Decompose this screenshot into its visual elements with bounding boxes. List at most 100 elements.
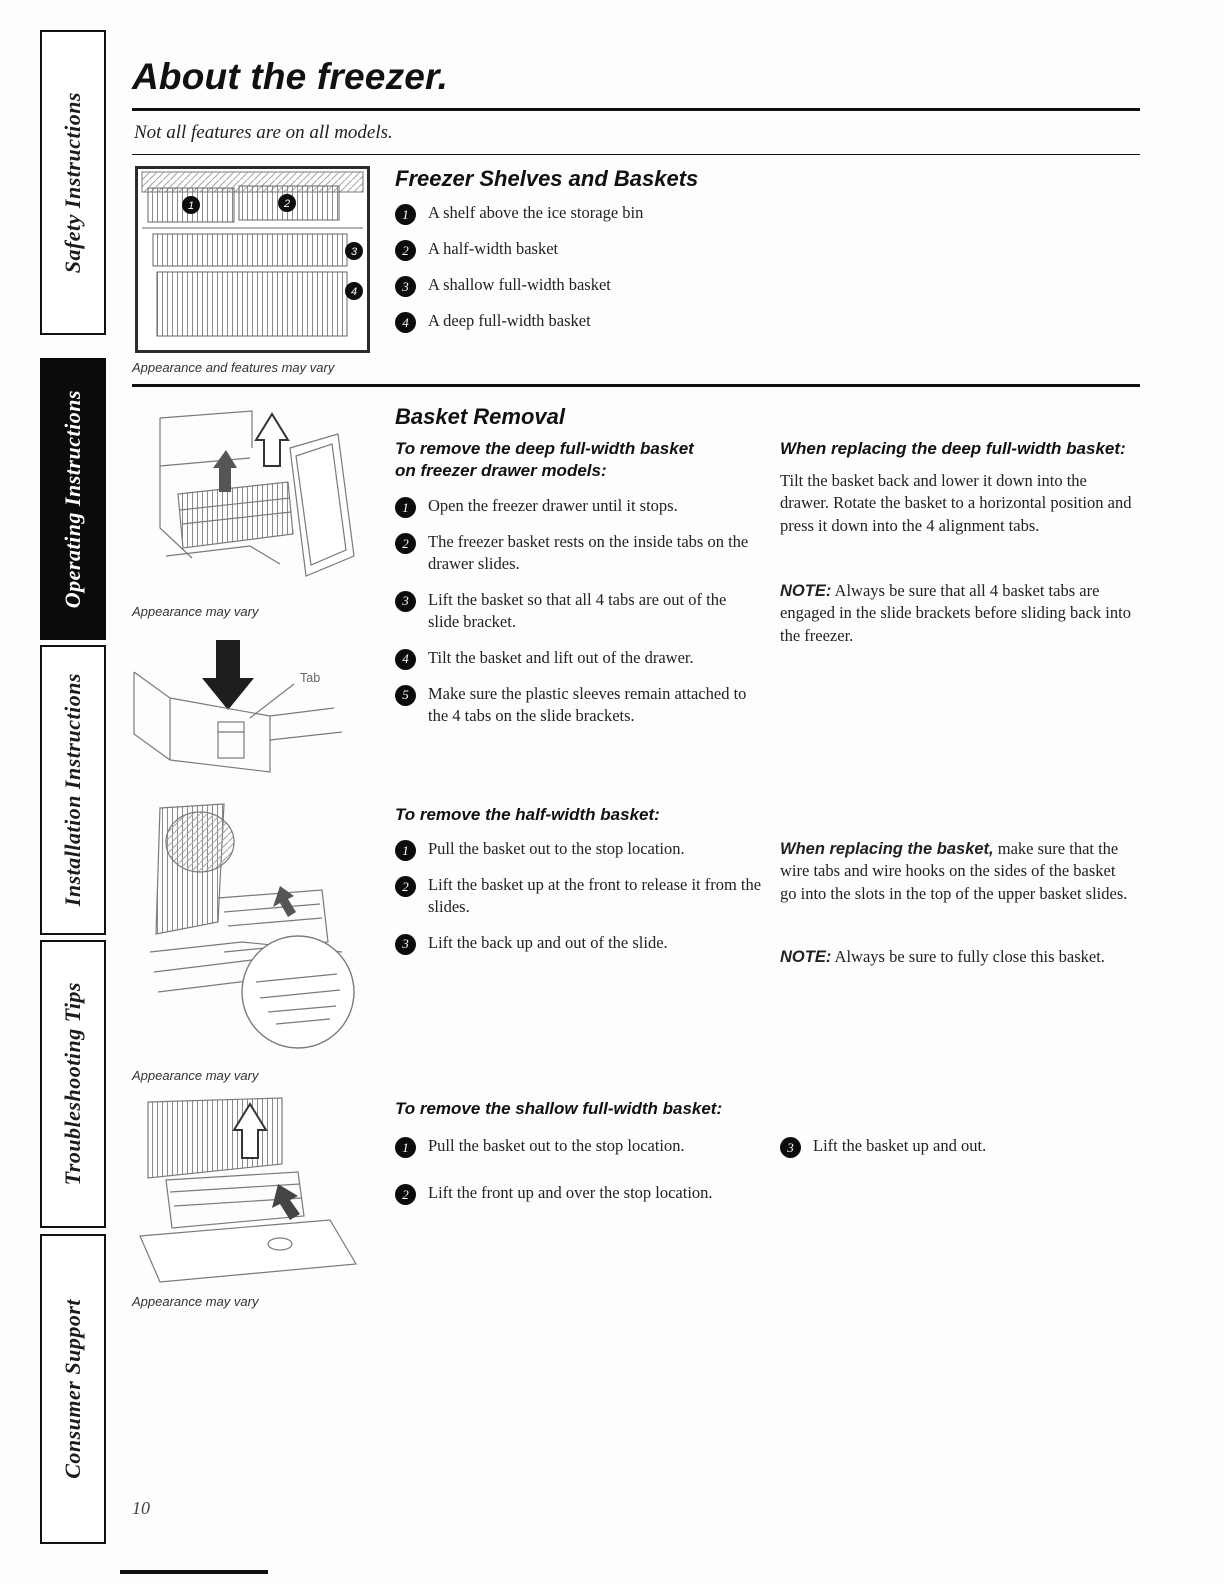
sidebar-label: Troubleshooting Tips [60, 982, 85, 1186]
step-text: Tilt the basket and lift out of the draw… [428, 647, 694, 667]
step: 1 Pull the basket out to the stop locati… [395, 1135, 760, 1158]
step-number-badge: 3 [395, 933, 416, 955]
svg-text:3: 3 [351, 246, 358, 258]
step-number-badge: 3 [780, 1137, 801, 1158]
subheading-remove-shallow-basket: To remove the shallow full-width basket: [395, 1099, 723, 1118]
step: 1 Open the freezer drawer until it stops… [395, 495, 760, 518]
svg-text:2: 2 [283, 198, 290, 210]
step-text: Lift the front up and over the stop loca… [428, 1183, 713, 1202]
figure-marker-1: 1 [182, 196, 200, 214]
section-heading-basket-removal: Basket Removal [395, 404, 565, 429]
section-rule [132, 384, 1140, 387]
half-basket-illustration [130, 800, 375, 1063]
step-text: The freezer basket rests on the inside t… [428, 532, 749, 574]
item-number-badge: 1 [395, 204, 416, 225]
step-number-badge: 4 [395, 648, 416, 670]
shallow-step-3: 3 Lift the basket up and out. [780, 1135, 1140, 1158]
list-item: 1 A shelf above the ice storage bin [395, 202, 775, 225]
step-number-badge: 1 [395, 840, 416, 861]
item-number-badge: 4 [395, 312, 416, 333]
step-text: Lift the basket so that all 4 tabs are o… [428, 589, 727, 632]
figure-marker-4: 4 [345, 282, 363, 300]
item-number-badge: 2 [395, 240, 416, 261]
note-label: NOTE: [780, 948, 832, 966]
figure-marker-3: 3 [345, 242, 363, 260]
replacing-deep-paragraph: Tilt the basket back and lower it down i… [780, 471, 1132, 535]
page-subtitle: Not all features are on all models. [134, 122, 393, 143]
figure-marker-2: 2 [278, 194, 296, 212]
sidebar-label: Safety Instructions [60, 91, 85, 274]
step-text: Pull the basket out to the stop location… [428, 839, 685, 858]
subtitle-rule [132, 154, 1140, 155]
step: 3 Lift the back up and out of the slide. [395, 932, 765, 955]
step-text: Lift the basket up and out. [813, 1136, 987, 1155]
replacing-half-paragraph: When replacing the basket, make sure tha… [780, 838, 1136, 905]
figure-caption: Appearance may vary [132, 604, 259, 619]
note-text: Always be sure that all 4 basket tabs ar… [780, 581, 1131, 645]
item-text: A shelf above the ice storage bin [428, 203, 644, 222]
step-number-badge: 3 [395, 590, 416, 612]
figure-caption: Appearance may vary [132, 1294, 259, 1309]
step-text: Lift the basket up at the front to relea… [428, 875, 762, 917]
item-text: A shallow full-width basket [428, 275, 611, 294]
footer-mark [120, 1570, 268, 1574]
slide-tab-illustration: Tab [128, 636, 373, 796]
item-text: A half-width basket [428, 239, 559, 258]
sidebar-label: Consumer Support [60, 1299, 85, 1479]
figure-caption: Appearance may vary [132, 1068, 259, 1083]
subheading-remove-half-basket: To remove the half-width basket: [395, 805, 660, 824]
step: 4 Tilt the basket and lift out of the dr… [395, 647, 760, 670]
list-item: 2 A half-width basket [395, 238, 775, 261]
note-label: NOTE: [780, 582, 832, 600]
sidebar-label: Operating Instructions [60, 389, 85, 609]
sidebar-item-troubleshooting-tips: Troubleshooting Tips [40, 940, 106, 1228]
shelves-list: 1 A shelf above the ice storage bin 2 A … [395, 202, 775, 346]
step-number-badge: 1 [395, 497, 416, 518]
step-number-badge: 1 [395, 1137, 416, 1158]
shallow-basket-steps: 1 Pull the basket out to the stop locati… [395, 1135, 760, 1218]
page-number: 10 [132, 1498, 150, 1518]
sidebar-item-consumer-support: Consumer Support [40, 1234, 106, 1544]
item-text: A deep full-width basket [428, 311, 591, 330]
step: 1 Pull the basket out to the stop locati… [395, 838, 765, 861]
drawer-removal-illustration [130, 406, 370, 596]
step-text: Make sure the plastic sleeves remain att… [428, 683, 747, 726]
sidebar-item-installation-instructions: Installation Instructions [40, 645, 106, 935]
replacing-lead: When replacing the basket, [780, 840, 994, 858]
svg-text:4: 4 [351, 286, 357, 298]
replacing-text: make sure that the wire tabs and wire ho… [780, 839, 1128, 903]
shallow-basket-illustration [130, 1094, 375, 1291]
title-rule [132, 108, 1140, 111]
step-text: Open the freezer drawer until it stops. [428, 496, 678, 515]
deep-basket-steps: 1 Open the freezer drawer until it stops… [395, 495, 760, 741]
step: 5 Make sure the plastic sleeves remain a… [395, 683, 760, 728]
page-title: About the freezer. [132, 56, 449, 97]
step: 2 Lift the front up and over the stop lo… [395, 1182, 760, 1205]
step-text: Pull the basket out to the stop location… [428, 1136, 685, 1155]
note-text: Always be sure to fully close this baske… [831, 947, 1105, 966]
note-half: NOTE: Always be sure to fully close this… [780, 946, 1136, 968]
subheading-remove-deep-basket: To remove the deep full-width basket on … [395, 439, 694, 481]
step: 2 The freezer basket rests on the inside… [395, 531, 760, 576]
freezer-interior-illustration: 1 2 3 4 [135, 166, 370, 358]
step-number-badge: 2 [395, 533, 416, 554]
note-deep: NOTE: Always be sure that all 4 basket t… [780, 580, 1132, 647]
tab-label: Tab [300, 671, 320, 685]
step-number-badge: 2 [395, 1184, 416, 1205]
subheading-replacing-deep-basket: When replacing the deep full-width baske… [780, 439, 1126, 458]
half-basket-steps: 1 Pull the basket out to the stop locati… [395, 838, 765, 968]
list-item: 3 A shallow full-width basket [395, 274, 775, 297]
step-text: Lift the back up and out of the slide. [428, 932, 668, 952]
section-heading-shelves: Freezer Shelves and Baskets [395, 166, 699, 191]
sidebar-label: Installation Instructions [60, 673, 85, 907]
step: 3 Lift the basket so that all 4 tabs are… [395, 589, 760, 634]
svg-text:1: 1 [188, 200, 194, 212]
sidebar-item-operating-instructions: Operating Instructions [40, 358, 106, 640]
list-item: 4 A deep full-width basket [395, 310, 775, 333]
figure-caption: Appearance and features may vary [132, 360, 335, 375]
step: 2 Lift the basket up at the front to rel… [395, 874, 765, 919]
step-number-badge: 5 [395, 684, 416, 706]
sidebar-item-safety-instructions: Safety Instructions [40, 30, 106, 335]
item-number-badge: 3 [395, 276, 416, 297]
